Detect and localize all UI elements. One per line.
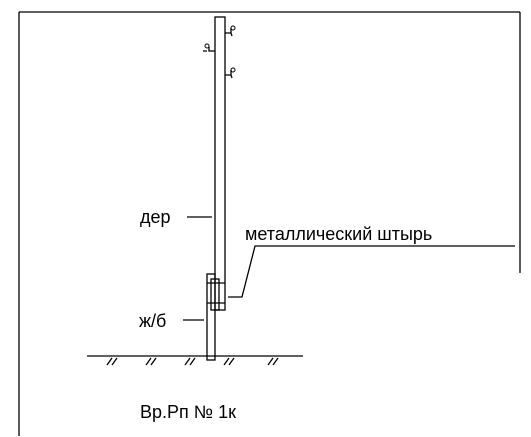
- metal-pin-label: металлический штырь: [245, 224, 432, 244]
- ground-hatching: [106, 357, 279, 366]
- insulator-top-icon: [225, 28, 233, 37]
- metal-pin-leader: [228, 245, 515, 298]
- frame: [18, 11, 521, 436]
- insulator-right-icon: [225, 70, 233, 79]
- insulator-hooks: [203, 25, 236, 79]
- metal-pin-clamp: [207, 278, 225, 311]
- concrete-stub: [206, 273, 216, 361]
- drawing-caption: Вр.Рп № 1к: [140, 402, 236, 422]
- wooden-pole: [214, 16, 226, 311]
- leaders: [183, 216, 515, 321]
- concrete-label: ж/б: [139, 311, 166, 331]
- insulator-left-icon: [203, 47, 215, 52]
- wood-label: дер: [140, 207, 171, 227]
- ground-line: [87, 355, 303, 366]
